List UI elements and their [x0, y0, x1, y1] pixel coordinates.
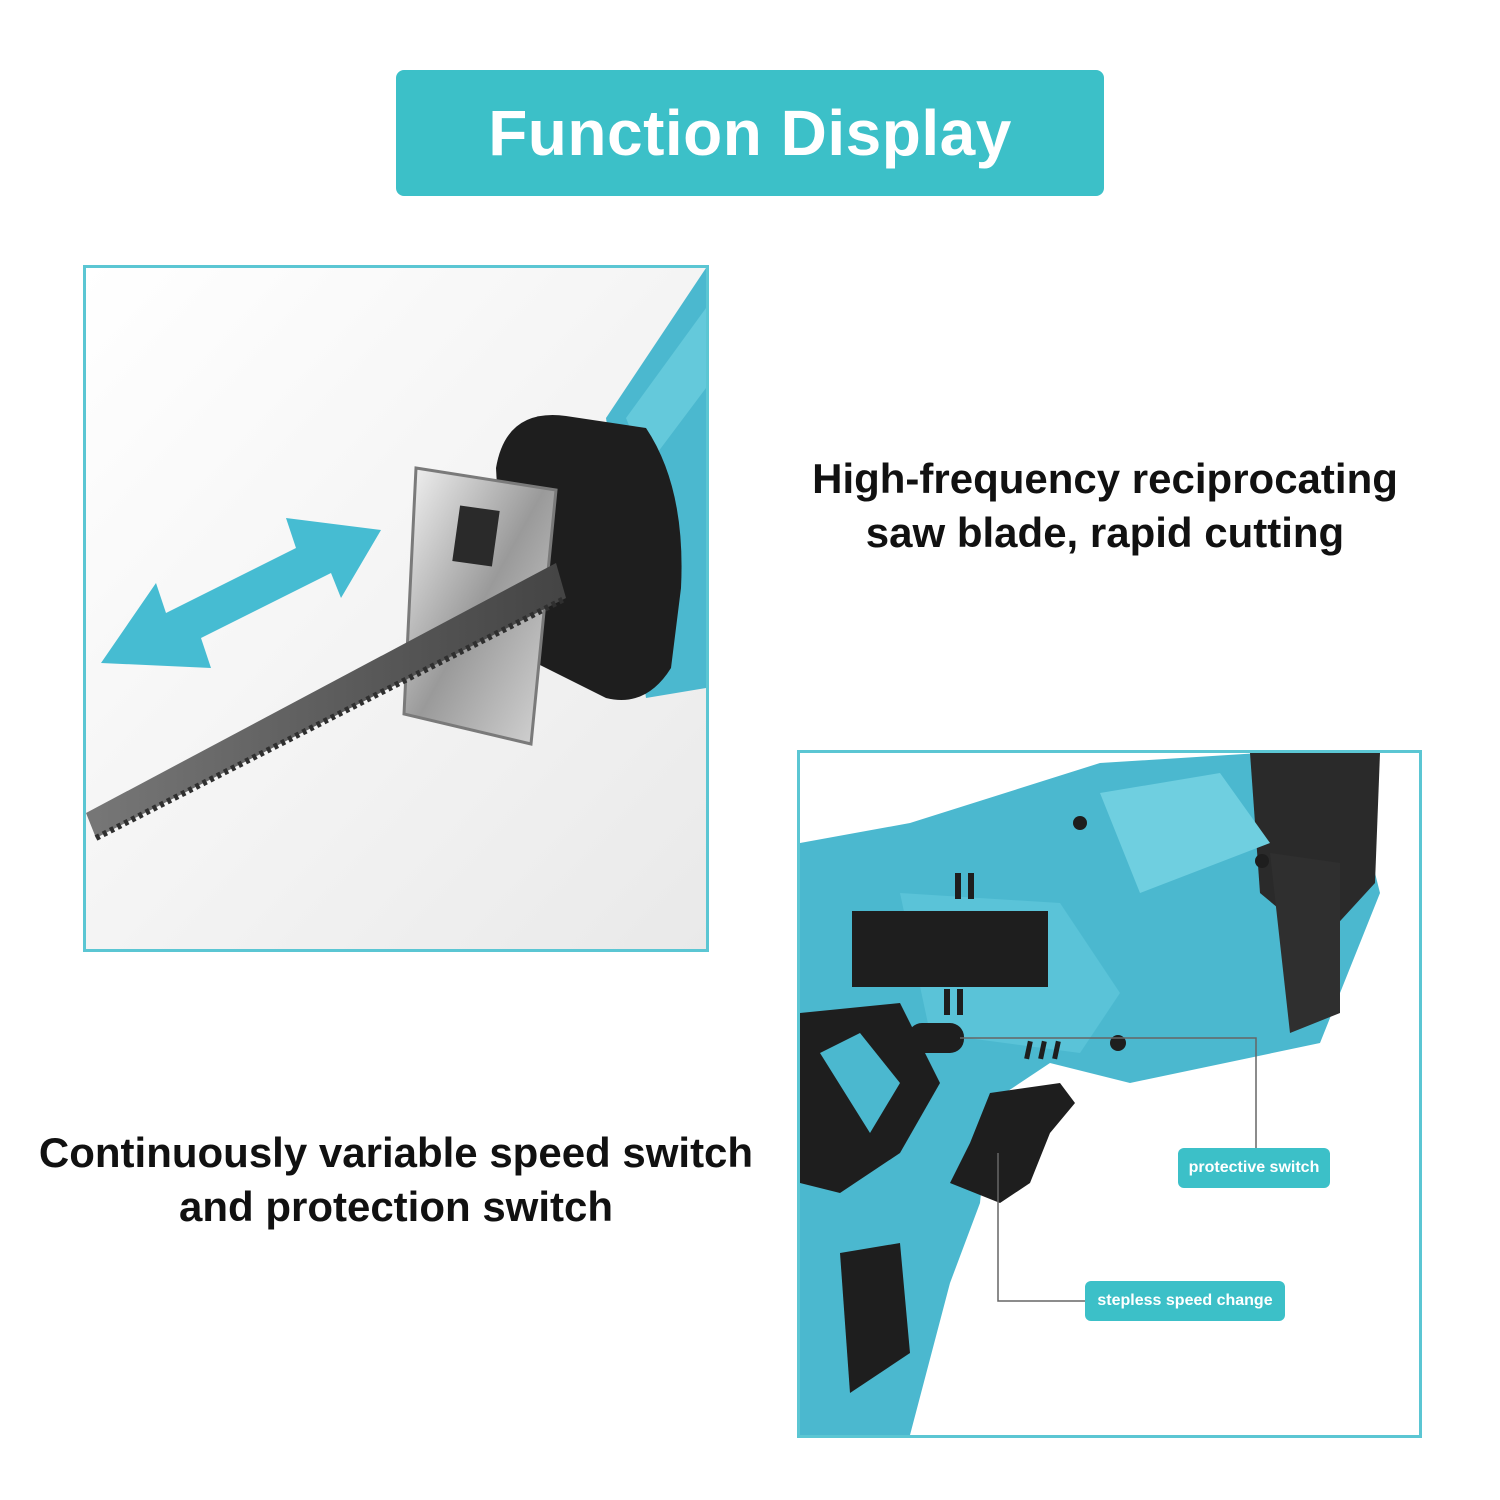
- label-window: [852, 911, 1048, 987]
- blade-closeup-illustration: [86, 268, 706, 949]
- switch-caption-line2: and protection switch: [178, 1183, 614, 1230]
- blade-closeup-panel: [83, 265, 709, 952]
- switch-caption: Continuously variable speed switch and p…: [10, 1126, 782, 1234]
- blade-caption: High-frequency reciprocating saw blade, …: [760, 452, 1450, 560]
- protective-switch-callout: protective switch: [1178, 1148, 1330, 1188]
- blade-caption-line2: saw blade, rapid cutting: [865, 509, 1345, 556]
- blade-caption-line1: High-frequency reciprocating: [812, 455, 1398, 502]
- stepless-trigger[interactable]: [950, 1083, 1075, 1203]
- title-banner: Function Display: [396, 70, 1104, 196]
- stepless-speed-callout: stepless speed change: [1085, 1281, 1285, 1321]
- switch-caption-line1: Continuously variable speed switch: [38, 1129, 754, 1176]
- protective-switch-button[interactable]: [908, 1023, 964, 1053]
- switch-closeup-panel: [797, 750, 1422, 1438]
- switch-closeup-illustration: [800, 753, 1419, 1435]
- page-title: Function Display: [488, 97, 1012, 169]
- double-arrow-icon: [101, 518, 381, 668]
- saw-blade: [86, 563, 566, 838]
